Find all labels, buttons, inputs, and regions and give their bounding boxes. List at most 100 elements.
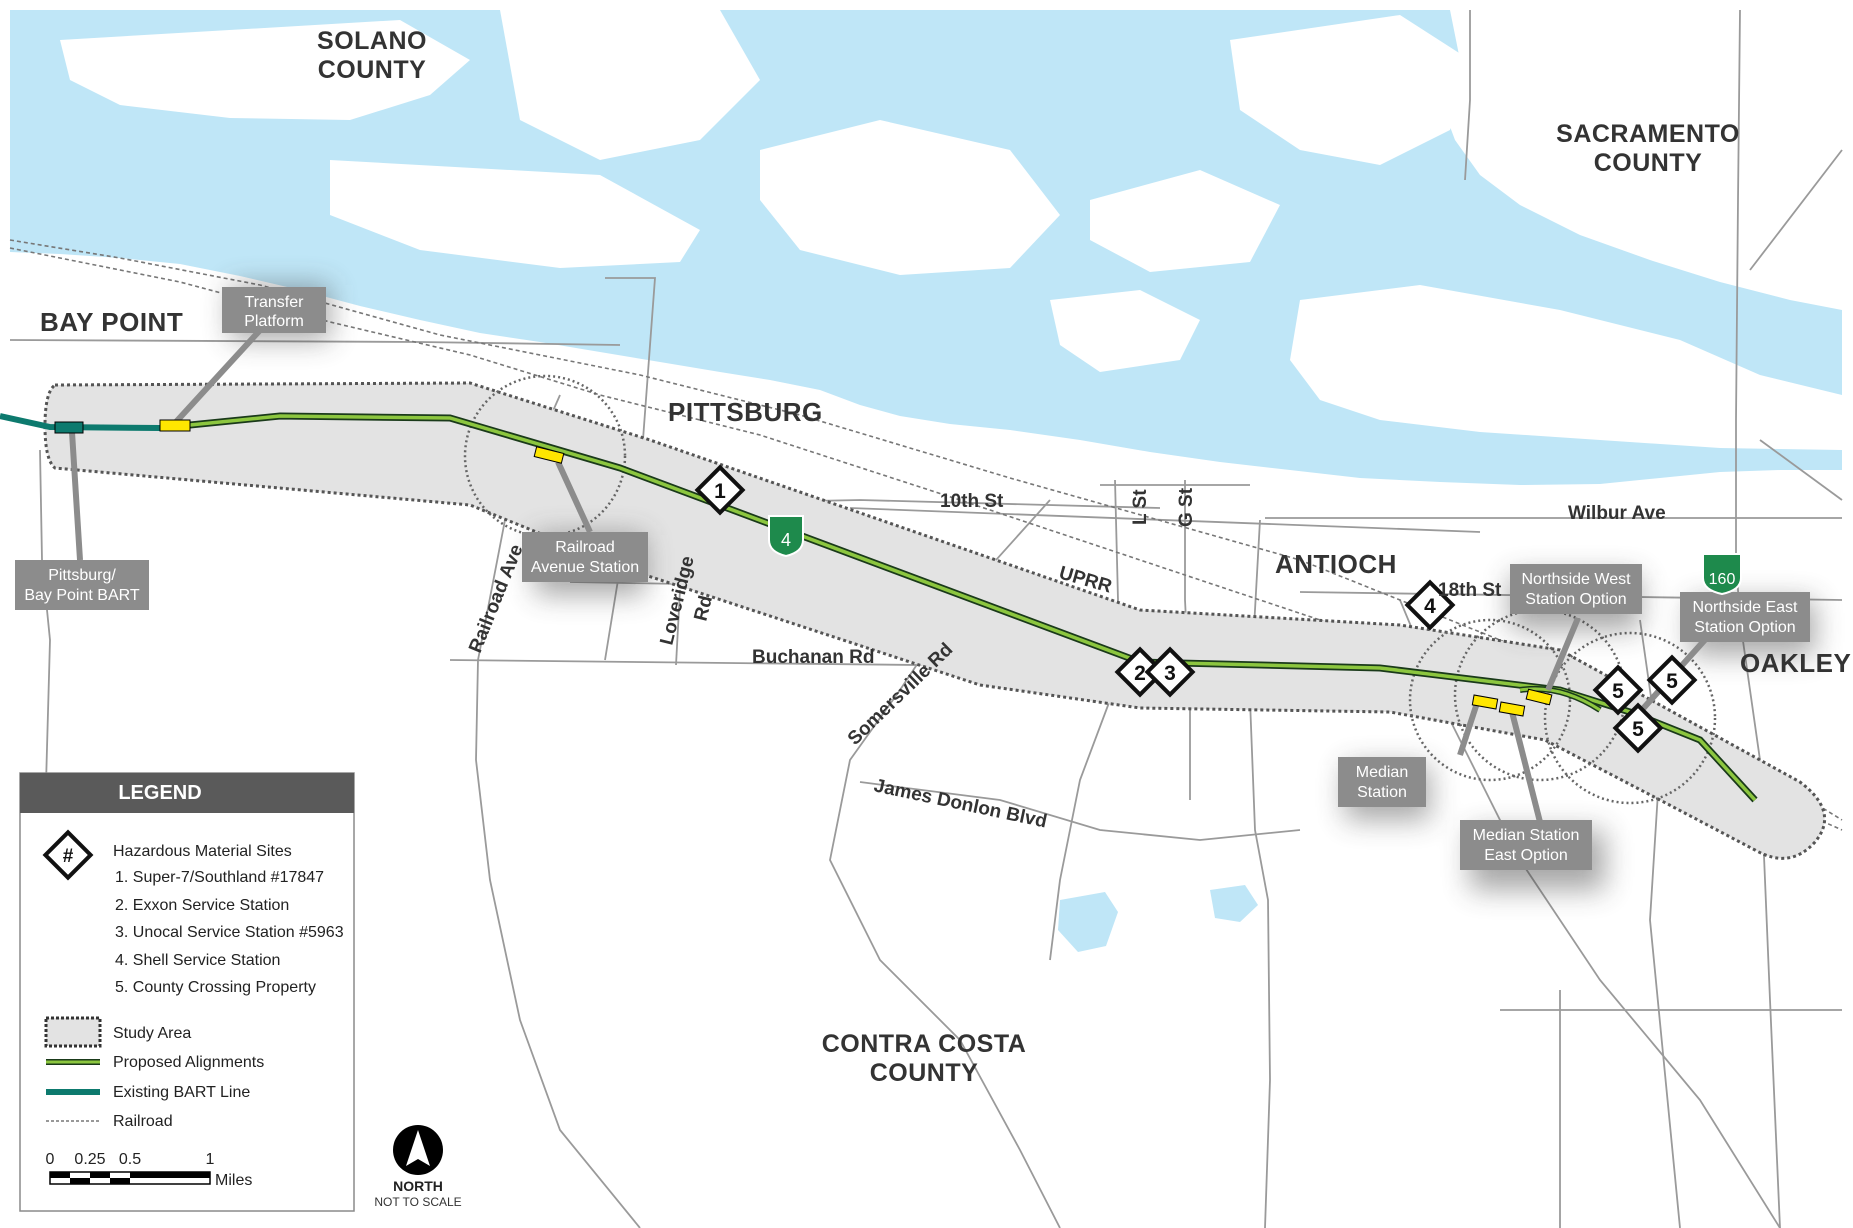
station-marker-median-east (1498, 701, 1526, 717)
callout-median-east: Median Station East Option (1460, 820, 1592, 870)
hwy-160-shield: 160 (1702, 553, 1742, 596)
hazard-number: 5 (1612, 680, 1624, 703)
hazard-marker-2: 2 (1114, 646, 1166, 698)
sacramento-county-label: COUNTY (1594, 149, 1703, 177)
callout-text: Median Station (1473, 827, 1580, 844)
hazard-marker-3: 3 (1144, 646, 1196, 698)
scale-segment (130, 1172, 210, 1178)
scale-tick-0: 0 (46, 1151, 55, 1168)
callout-text: Station Option (1694, 619, 1795, 636)
legend-symbol-text: # (63, 846, 74, 867)
legend-proposed-label: Proposed Alignments (113, 1054, 264, 1071)
scale-unit-label: Miles (215, 1172, 252, 1189)
hazard-diamond (1612, 702, 1664, 754)
callout-text: East Option (1484, 847, 1568, 864)
eighteenth-st-label: 18th St (1438, 580, 1502, 601)
callout-box (522, 532, 648, 582)
hazard-number: 5 (1632, 718, 1644, 741)
callout-railroad-avenue-station: Railroad Avenue Station (522, 532, 648, 582)
legend-site-1: 1. Super-7/Southland #17847 (115, 869, 324, 886)
callout-leaders (69, 325, 1715, 823)
solano-county-label: SOLANO (317, 27, 427, 55)
callout-text: Northside West (1521, 571, 1631, 588)
contra-costa-county-label: COUNTY (870, 1059, 979, 1087)
station-marker-northside-west (1525, 688, 1553, 706)
callout-text: Station (1357, 784, 1407, 801)
callout-box (15, 560, 149, 610)
scale-bar: 0 0.25 0.5 1 Miles (46, 1151, 253, 1189)
g-st-label: G St (1176, 487, 1197, 527)
scale-segment (110, 1178, 130, 1184)
callout-text: Bay Point BART (24, 587, 140, 604)
solano-county-label: COUNTY (318, 56, 427, 84)
legend-existing-label: Existing BART Line (113, 1084, 250, 1101)
inland-lakes (1058, 885, 1258, 952)
callout-median-station: Median Station (1338, 757, 1426, 807)
hazard-diamond (1592, 664, 1644, 716)
callout-text: Station Option (1525, 591, 1626, 608)
callout-northside-west: Northside West Station Option (1510, 564, 1642, 614)
legend-hazard-title: Hazardous Material Sites (113, 843, 292, 860)
callout-box (1460, 820, 1592, 870)
hazard-diamond (1646, 654, 1698, 706)
hazard-diamond (694, 464, 746, 516)
oakley-label: OAKLEY (1740, 648, 1851, 678)
scale-segment (70, 1178, 90, 1184)
city-labels: BAY POINT PITTSBURG ANTIOCH OAKLEY (40, 307, 1851, 678)
hazard-marker-5b: 5 (1646, 654, 1698, 706)
legend-panel: LEGEND # Hazardous Material Sites 1. Sup… (19, 772, 355, 1212)
hazard-marker-5c: 5 (1612, 702, 1664, 754)
hazard-diamond (1144, 646, 1196, 698)
callout-text: Railroad (555, 539, 615, 556)
bay-point-label: BAY POINT (40, 307, 183, 337)
callout-northside-east: Northside East Station Option (1680, 592, 1810, 642)
pittsburg-label: PITTSBURG (668, 397, 823, 427)
tenth-st-label: 10th St (940, 491, 1004, 512)
county-labels: SOLANO COUNTY SACRAMENTO COUNTY CONTRA C… (317, 27, 1739, 1087)
hazard-diamond (42, 829, 94, 881)
callout-text: Pittsburg/ (48, 567, 116, 584)
callout-box (1680, 592, 1810, 642)
callout-box (222, 287, 326, 333)
legend-header (20, 773, 354, 813)
proposed-alignment-branch-fill (1519, 687, 1601, 712)
scale-segment (90, 1172, 110, 1178)
contra-costa-county-label: CONTRA COSTA (822, 1030, 1027, 1058)
shield-shape (1702, 553, 1742, 596)
callout-text: Median (1356, 764, 1408, 781)
callout-text: Avenue Station (531, 559, 639, 576)
legend-study-area-label: Study Area (113, 1025, 191, 1042)
callout-text: Northside East (1693, 599, 1798, 616)
wilbur-ave-label: Wilbur Ave (1568, 503, 1666, 524)
legend-site-4: 4. Shell Service Station (115, 952, 280, 969)
not-to-scale-label: NOT TO SCALE (374, 1195, 461, 1209)
hazard-number: 1 (714, 480, 726, 503)
callout-pittsburg-bart: Pittsburg/ Bay Point BART (15, 560, 149, 610)
legend-hazard-symbol: # (42, 829, 94, 881)
shield-shape (768, 515, 804, 558)
shield-number: 160 (1709, 571, 1736, 588)
antioch-label: ANTIOCH (1275, 549, 1397, 579)
legend-study-area-swatch (44, 1016, 102, 1048)
shield-number: 4 (781, 530, 791, 550)
north-arrow-pointer (406, 1130, 430, 1166)
callout-box (1338, 757, 1426, 807)
hazard-diamond (1404, 579, 1456, 631)
callout-box (1510, 564, 1642, 614)
existing-bart-line (0, 413, 161, 431)
rail-alignments (0, 412, 1758, 803)
station-marker-railroad (533, 446, 565, 464)
callout-text: Platform (244, 313, 304, 330)
scale-tick-05: 0.5 (119, 1151, 141, 1168)
scale-segment (50, 1172, 70, 1178)
hazard-diamond (1114, 646, 1166, 698)
hazard-number: 5 (1666, 670, 1678, 693)
hazard-marker-4: 4 (1404, 579, 1456, 631)
l-st-label: L St (1130, 489, 1151, 525)
station-marker-transfer (159, 419, 191, 432)
callout-text: Transfer (245, 294, 305, 311)
station-markers (54, 419, 1553, 717)
hazard-number: 2 (1134, 662, 1146, 685)
